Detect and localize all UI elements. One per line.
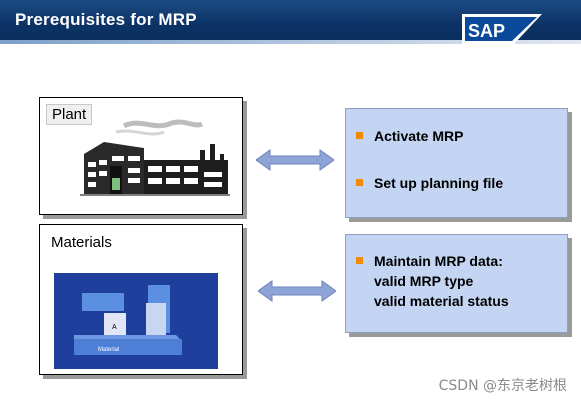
requirement-detail: valid MRP type <box>374 273 474 289</box>
svg-text:Material: Material <box>98 347 119 353</box>
bullet-icon <box>356 132 363 139</box>
bullet-icon <box>356 179 363 186</box>
watermark: CSDN @东京老树根 <box>438 378 567 394</box>
double-arrow-icon <box>258 280 336 302</box>
svg-text:SAP: SAP <box>468 21 505 41</box>
factory-icon <box>80 119 230 196</box>
bullet-icon <box>356 257 363 264</box>
requirement-detail: valid material status <box>374 293 509 309</box>
list-item: Maintain MRP data: valid MRP type valid … <box>356 251 509 311</box>
materials-label: Materials <box>46 233 117 252</box>
plant-label: Plant <box>46 104 93 125</box>
list-item: Activate MRP <box>356 126 463 146</box>
material-blocks-icon: A Material <box>54 273 218 369</box>
title-stripe <box>0 40 581 44</box>
materials-panel: Materials A Material <box>39 224 243 375</box>
requirement-text: Maintain MRP data: <box>374 253 503 269</box>
requirement-text: Set up planning file <box>374 175 504 191</box>
requirement-text: Activate MRP <box>374 128 464 144</box>
page-title: Prerequisites for MRP <box>15 10 197 29</box>
material-requirements-panel: Maintain MRP data: valid MRP type valid … <box>345 234 568 333</box>
plant-requirements-panel: Activate MRP Set up planning file <box>345 108 568 218</box>
double-arrow-icon <box>256 149 334 171</box>
list-item: Set up planning file <box>356 173 503 193</box>
sap-logo: SAP <box>462 14 542 44</box>
plant-panel: Plant <box>39 97 243 215</box>
svg-text:A: A <box>112 324 117 331</box>
